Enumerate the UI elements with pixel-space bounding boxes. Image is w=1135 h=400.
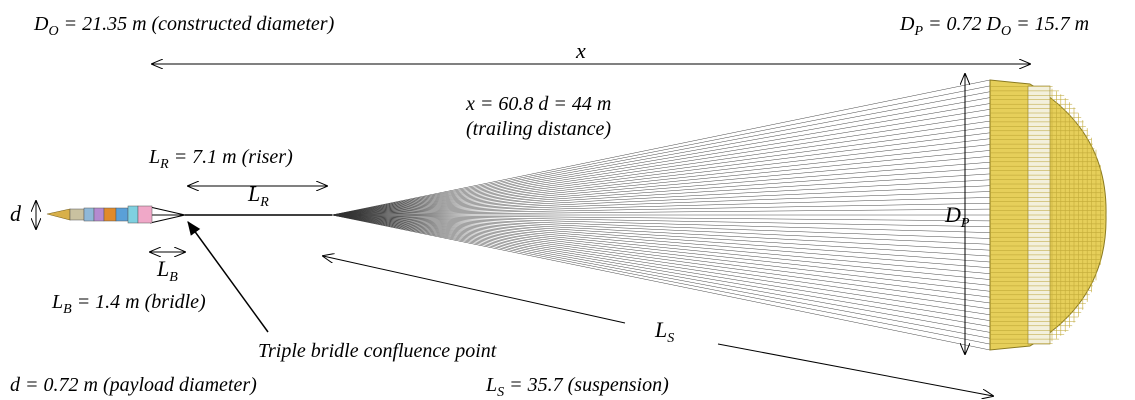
suspension-line bbox=[331, 214, 991, 351]
label-constructed-diameter: DO = 21.35 m (constructed diameter) bbox=[33, 13, 335, 39]
label-projected-diameter: DP = 0.72 DO = 15.7 m bbox=[899, 13, 1089, 39]
suspension-line bbox=[331, 85, 991, 216]
suspension-line bbox=[331, 214, 991, 298]
suspension-line bbox=[331, 214, 991, 345]
suspension-line bbox=[331, 214, 991, 274]
label-trailing-distance-1: x = 60.8 d = 44 m bbox=[465, 93, 611, 115]
suspension-line bbox=[331, 103, 991, 216]
payload-body-4 bbox=[103, 207, 117, 222]
suspension-line bbox=[331, 156, 991, 216]
suspension-line bbox=[331, 214, 991, 286]
label-x-symbol: x bbox=[575, 38, 586, 63]
canopy-gores bbox=[990, 86, 1104, 344]
suspension-line bbox=[331, 150, 991, 216]
suspension-line bbox=[331, 208, 991, 216]
suspension-line bbox=[331, 120, 991, 216]
arrow-Ls-lower bbox=[717, 343, 993, 396]
suspension-line bbox=[331, 214, 991, 251]
parachute-canopy bbox=[989, 79, 1107, 351]
suspension-line bbox=[331, 214, 991, 339]
suspension-line bbox=[331, 214, 991, 292]
label-dp-symbol: DP bbox=[944, 202, 970, 231]
suspension-line bbox=[331, 214, 991, 263]
suspension-line bbox=[331, 214, 991, 239]
suspension-line bbox=[331, 214, 991, 333]
label-riser-symbol: LR bbox=[247, 181, 269, 210]
suspension-line bbox=[331, 97, 991, 216]
suspension-line bbox=[331, 173, 991, 216]
suspension-line bbox=[331, 185, 991, 216]
suspension-line bbox=[331, 138, 991, 216]
payload-body-3 bbox=[93, 207, 105, 222]
label-trailing-distance-2: (trailing distance) bbox=[466, 118, 611, 140]
suspension-line bbox=[331, 191, 991, 216]
label-bridle: LB = 1.4 m (bridle) bbox=[51, 291, 206, 317]
suspension-line bbox=[331, 214, 991, 327]
label-riser: LR = 7.1 m (riser) bbox=[148, 146, 293, 172]
payload-body-5 bbox=[115, 207, 129, 222]
suspension-line bbox=[331, 214, 991, 269]
suspension-line bbox=[331, 214, 991, 321]
suspension-line bbox=[331, 132, 991, 216]
suspension-line bbox=[331, 203, 991, 216]
suspension-line bbox=[331, 179, 991, 216]
suspension-line bbox=[331, 214, 991, 227]
suspension-line bbox=[331, 114, 991, 216]
payload-body-6 bbox=[127, 205, 139, 224]
suspension-lines bbox=[331, 79, 991, 351]
suspension-line bbox=[331, 214, 991, 304]
suspension-line bbox=[331, 214, 991, 316]
suspension-line bbox=[331, 214, 991, 280]
payload-body-7 bbox=[137, 205, 153, 224]
bridle-line-upper bbox=[149, 206, 186, 216]
riser-and-bridle bbox=[149, 206, 332, 224]
payload-body-1 bbox=[69, 208, 85, 221]
arrow-confluence bbox=[187, 221, 269, 333]
suspension-line bbox=[331, 197, 991, 216]
suspension-line bbox=[331, 79, 991, 216]
label-ls-symbol: LS bbox=[654, 317, 674, 346]
suspension-line bbox=[331, 126, 991, 216]
arrow-Ls-upper bbox=[323, 256, 626, 324]
suspension-line bbox=[331, 214, 991, 245]
suspension-line bbox=[331, 161, 991, 216]
suspension-line bbox=[331, 214, 991, 233]
bridle-line-lower bbox=[149, 214, 186, 224]
suspension-line bbox=[331, 167, 991, 216]
label-suspension: LS = 35.7 (suspension) bbox=[485, 374, 669, 400]
payload-nose bbox=[46, 208, 71, 221]
suspension-line bbox=[331, 214, 991, 310]
payload-vehicle bbox=[46, 205, 153, 224]
dimension-arrows bbox=[36, 64, 1030, 396]
suspension-line bbox=[331, 144, 991, 216]
label-bridle-symbol: LB bbox=[156, 256, 178, 285]
suspension-line bbox=[331, 91, 991, 216]
label-d-symbol: d bbox=[10, 201, 22, 226]
payload-body-2 bbox=[83, 207, 95, 222]
suspension-line bbox=[331, 214, 991, 222]
suspension-line bbox=[331, 214, 991, 257]
label-confluence-point: Triple bridle confluence point bbox=[258, 340, 497, 362]
suspension-line bbox=[331, 109, 991, 216]
label-payload-diameter: d = 0.72 m (payload diameter) bbox=[10, 374, 257, 396]
